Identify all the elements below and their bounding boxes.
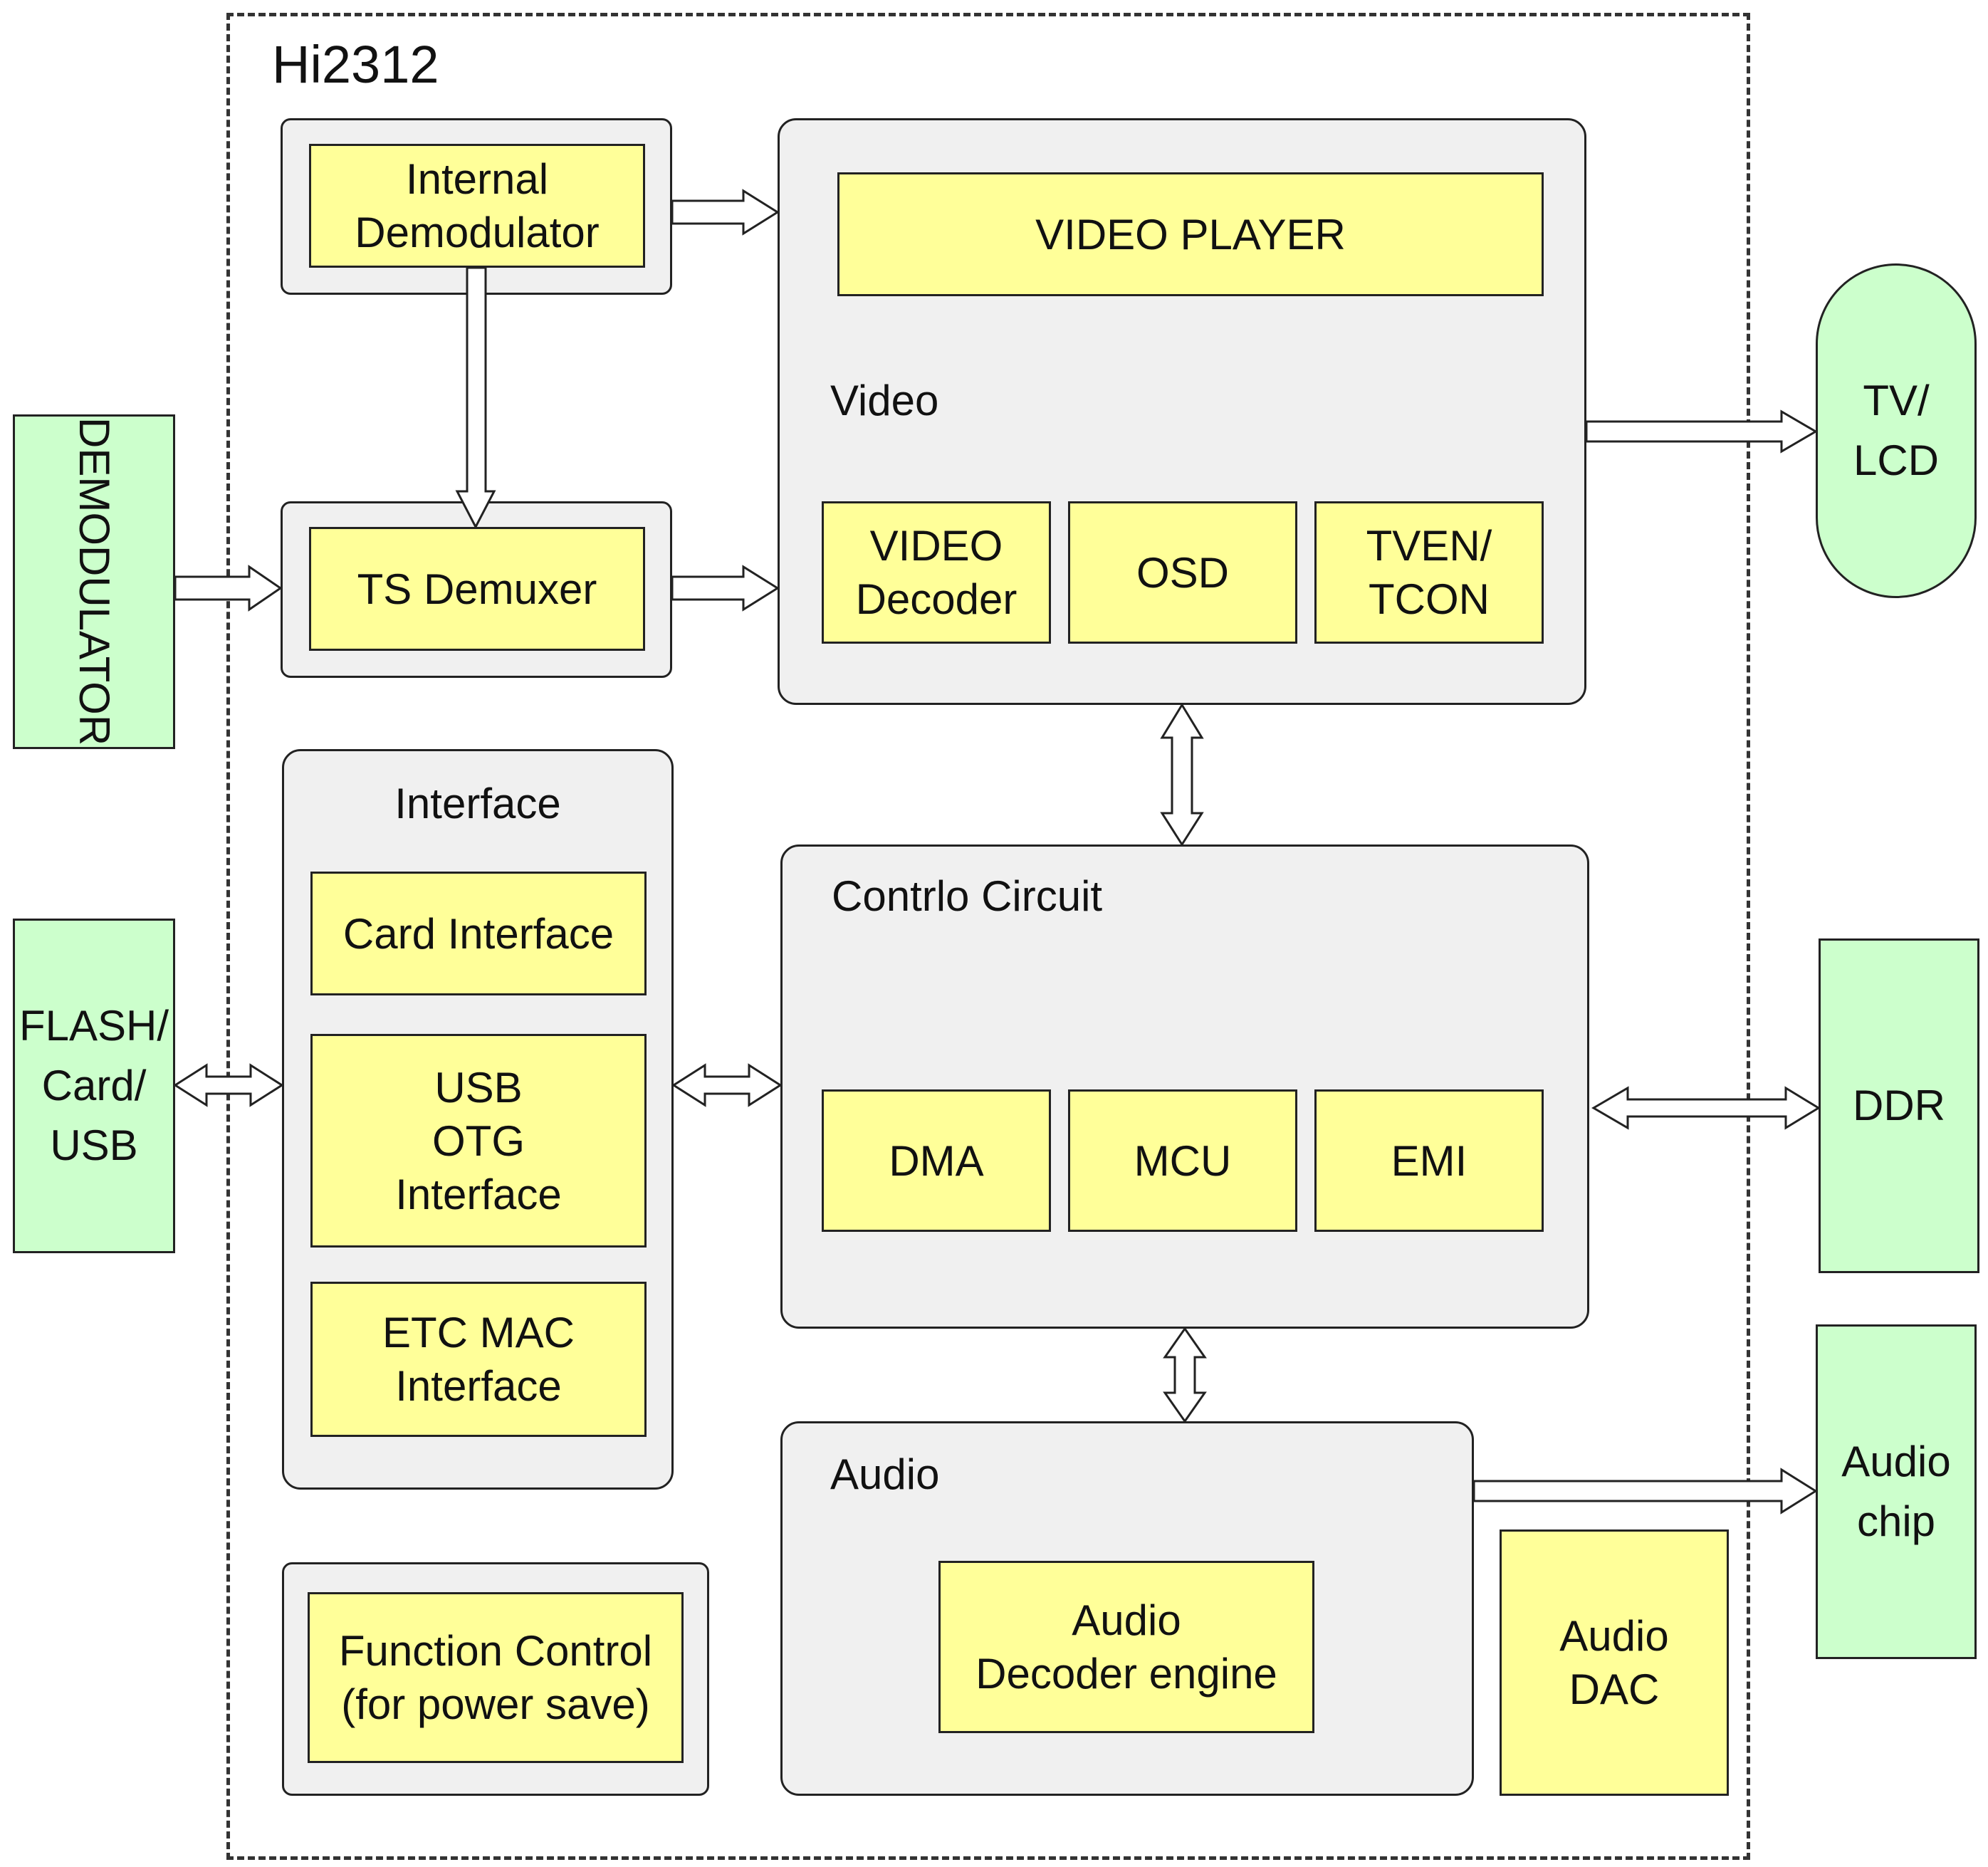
audio-decoder-engine-block: Audio Decoder engine <box>938 1561 1314 1733</box>
dma-block: DMA <box>822 1089 1051 1232</box>
arrow-video-control <box>1160 703 1204 847</box>
audio-chip-box: Audio chip <box>1816 1324 1977 1659</box>
arrow-audio-to-chip <box>1472 1468 1818 1515</box>
arrow-control-audio <box>1163 1327 1207 1423</box>
video-player-block: VIDEO PLAYER <box>837 172 1544 296</box>
chip-boundary <box>226 13 1750 1860</box>
tven-tcon-block: TVEN/ TCON <box>1314 501 1544 644</box>
demodulator-label: DEMODULATOR <box>70 417 118 746</box>
demodulator-box: DEMODULATOR <box>13 414 175 749</box>
control-circuit-panel <box>780 844 1589 1329</box>
ts-demuxer-block: TS Demuxer <box>309 527 645 651</box>
video-decoder-block: VIDEO Decoder <box>822 501 1051 644</box>
flash-card-usb-box: FLASH/ Card/ USB <box>13 919 175 1253</box>
video-panel-label: Video <box>830 377 939 424</box>
arrow-interface-control <box>671 1063 783 1107</box>
audio-panel-label: Audio <box>830 1450 940 1498</box>
emi-block: EMI <box>1314 1089 1544 1232</box>
interface-panel-label: Interface <box>394 780 561 827</box>
control-circuit-label: Contrlo Circuit <box>832 872 1103 920</box>
usb-otg-interface-block: USB OTG Interface <box>310 1034 647 1248</box>
internal-demodulator-block: Internal Demodulator <box>309 144 645 268</box>
function-control-block: Function Control (for power save) <box>308 1592 684 1763</box>
tv-lcd-box: TV/ LCD <box>1816 263 1977 598</box>
ddr-box: DDR <box>1819 938 1979 1273</box>
audio-dac-block: Audio DAC <box>1500 1529 1729 1796</box>
chip-title: Hi2312 <box>272 35 439 94</box>
arrow-demod-to-video <box>671 189 780 236</box>
osd-block: OSD <box>1068 501 1297 644</box>
arrow-video-to-tv <box>1585 409 1818 454</box>
card-interface-block: Card Interface <box>310 872 647 995</box>
arrow-demod-to-demuxer <box>455 266 496 530</box>
arrow-flash-interface <box>173 1063 284 1107</box>
etc-mac-interface-block: ETC MAC Interface <box>310 1282 647 1437</box>
arrow-control-ddr <box>1591 1086 1821 1130</box>
arrow-demuxer-to-video <box>671 565 780 612</box>
arrow-ext-demod-to-demuxer <box>174 565 283 612</box>
mcu-block: MCU <box>1068 1089 1297 1232</box>
